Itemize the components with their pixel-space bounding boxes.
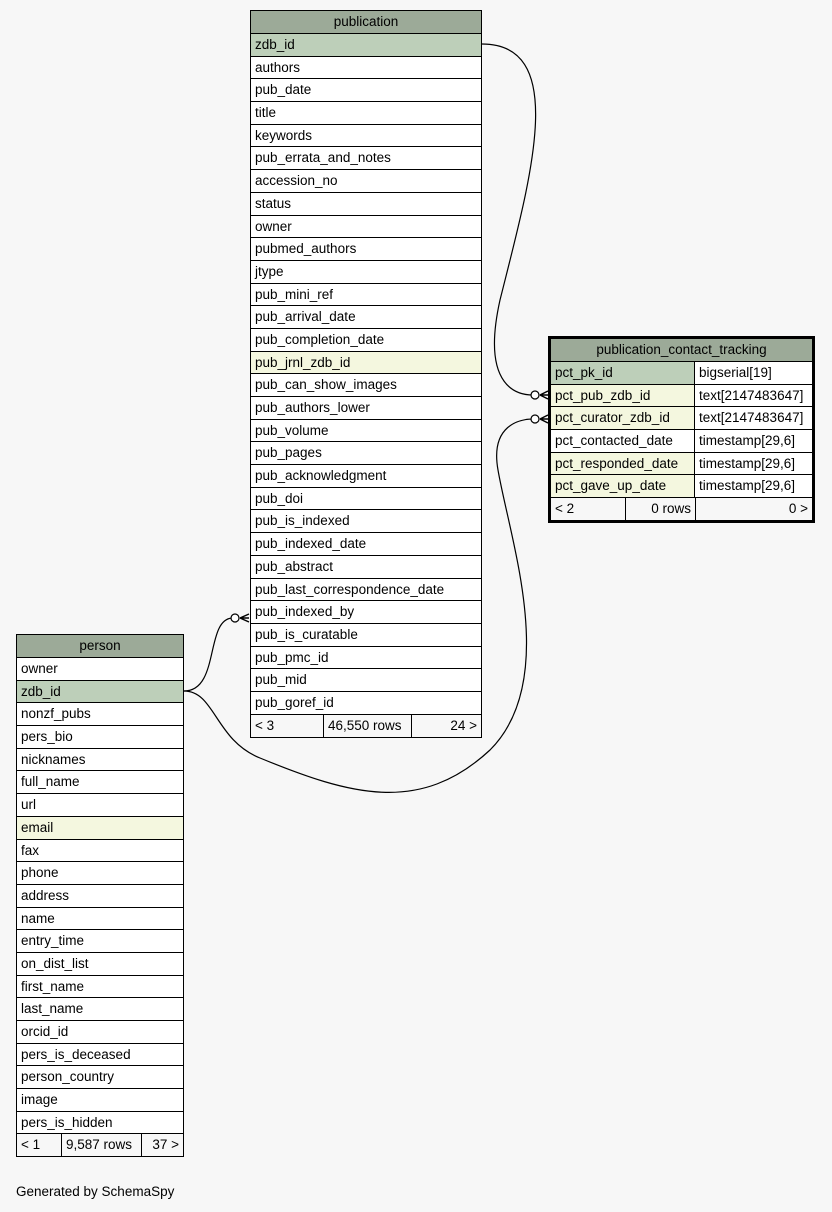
column-type: text[2147483647] — [695, 384, 812, 407]
column-row[interactable]: pub_doi — [251, 488, 481, 511]
edge-publication-to-pct-pub — [481, 43, 537, 396]
column-row[interactable]: first_name — [17, 976, 183, 999]
column-type: timestamp[29,6] — [695, 430, 812, 452]
table-title[interactable]: person — [17, 635, 183, 658]
column-row[interactable]: pub_is_curatable — [251, 624, 481, 647]
column-row[interactable]: pers_bio — [17, 726, 183, 749]
edge-crowfoot — [239, 613, 250, 623]
column-row[interactable]: pub_pmc_id — [251, 647, 481, 670]
column-name: pct_curator_zdb_id — [551, 407, 695, 430]
parents-count[interactable]: < 2 — [555, 501, 575, 517]
column-name: pct_gave_up_date — [551, 475, 695, 498]
column-row[interactable]: keywords — [251, 125, 481, 148]
edge-end-circle — [230, 613, 240, 623]
column-row[interactable]: nonzf_pubs — [17, 703, 183, 727]
column-row[interactable]: pers_is_deceased — [17, 1044, 183, 1067]
column-row[interactable]: pub_volume — [251, 420, 481, 443]
column-row[interactable]: fax — [17, 840, 183, 863]
generated-by-label: Generated by SchemaSpy — [16, 1184, 175, 1199]
column-row[interactable]: owner — [251, 216, 481, 239]
column-row[interactable]: title — [251, 102, 481, 125]
column-row[interactable]: pub_arrival_date — [251, 306, 481, 329]
column-row[interactable]: pub_date — [251, 79, 481, 103]
column-row[interactable]: pub_mini_ref — [251, 284, 481, 307]
edge-crowfoot — [539, 390, 549, 400]
column-name: pct_responded_date — [551, 452, 695, 475]
edge-crowfoot — [539, 414, 549, 424]
column-row[interactable]: pub_indexed_date — [251, 533, 481, 556]
column-row[interactable]: phone — [17, 862, 183, 885]
column-row[interactable]: full_name — [17, 771, 183, 795]
column-row[interactable]: pub_acknowledgment — [251, 465, 481, 488]
edge-end-circle — [530, 390, 540, 400]
parents-count[interactable]: < 1 — [21, 1137, 41, 1153]
column-row[interactable]: pers_is_hidden — [17, 1112, 183, 1135]
table-title[interactable]: publication_contact_tracking — [551, 339, 812, 362]
column-row[interactable]: pub_abstract — [251, 556, 481, 579]
column-row[interactable]: url — [17, 794, 183, 817]
column-row[interactable]: pub_pages — [251, 442, 481, 466]
children-count[interactable]: 24 > — [411, 714, 481, 737]
row-count: 46,550 rows — [323, 714, 411, 737]
column-row[interactable]: zdb_id — [251, 34, 481, 57]
column-type: bigserial[19] — [695, 362, 812, 384]
parents-count[interactable]: < 3 — [255, 717, 275, 733]
row-count: 9,587 rows — [61, 1134, 141, 1157]
column-row[interactable]: pub_errata_and_notes — [251, 147, 481, 171]
edge-end-circle — [530, 414, 540, 424]
column-row[interactable]: status — [251, 193, 481, 216]
column-name: pct_contacted_date — [551, 430, 695, 452]
column-row[interactable]: nicknames — [17, 749, 183, 772]
column-row[interactable]: pub_is_indexed — [251, 510, 481, 534]
row-count: 0 rows — [625, 498, 695, 521]
column-row[interactable]: pub_completion_date — [251, 329, 481, 352]
column-row[interactable]: last_name — [17, 998, 183, 1021]
column-name: pct_pk_id — [551, 362, 695, 384]
column-row[interactable]: image — [17, 1089, 183, 1112]
column-row[interactable]: owner — [17, 658, 183, 681]
column-name: pct_pub_zdb_id — [551, 384, 695, 407]
column-row[interactable]: pub_goref_id — [251, 692, 481, 715]
edge-person-to-pub-indexed-by — [183, 617, 233, 692]
children-count[interactable]: 0 > — [695, 498, 812, 521]
table-footer: < 1 9,587 rows 37 > — [17, 1134, 183, 1157]
column-row[interactable]: name — [17, 908, 183, 931]
table-title[interactable]: publication — [251, 11, 481, 34]
column-type: timestamp[29,6] — [695, 475, 812, 498]
table-footer: < 2 0 rows 0 > — [551, 498, 812, 521]
column-row[interactable]: address — [17, 885, 183, 908]
column-row[interactable]: email — [17, 816, 183, 840]
column-row[interactable]: entry_time — [17, 930, 183, 953]
column-type: timestamp[29,6] — [695, 452, 812, 475]
column-row[interactable]: person_country — [17, 1066, 183, 1090]
column-row[interactable]: orcid_id — [17, 1021, 183, 1044]
column-row[interactable]: pub_indexed_by — [251, 601, 481, 624]
column-row[interactable]: jtype — [251, 261, 481, 284]
edge-person-to-pct-curator — [183, 418, 534, 793]
column-row[interactable]: pubmed_authors — [251, 238, 481, 261]
column-row[interactable]: pub_last_correspondence_date — [251, 579, 481, 602]
table-footer: < 3 46,550 rows 24 > — [251, 714, 481, 737]
column-type: text[2147483647] — [695, 407, 812, 430]
column-row[interactable]: accession_no — [251, 170, 481, 193]
column-row[interactable]: pub_can_show_images — [251, 374, 481, 397]
column-row[interactable]: pub_mid — [251, 669, 481, 692]
column-row[interactable]: zdb_id — [17, 680, 183, 704]
column-row[interactable]: on_dist_list — [17, 953, 183, 976]
children-count[interactable]: 37 > — [141, 1134, 183, 1157]
column-row[interactable]: authors — [251, 57, 481, 80]
column-row[interactable]: pub_authors_lower — [251, 397, 481, 420]
column-row[interactable]: pub_jrnl_zdb_id — [251, 351, 481, 375]
